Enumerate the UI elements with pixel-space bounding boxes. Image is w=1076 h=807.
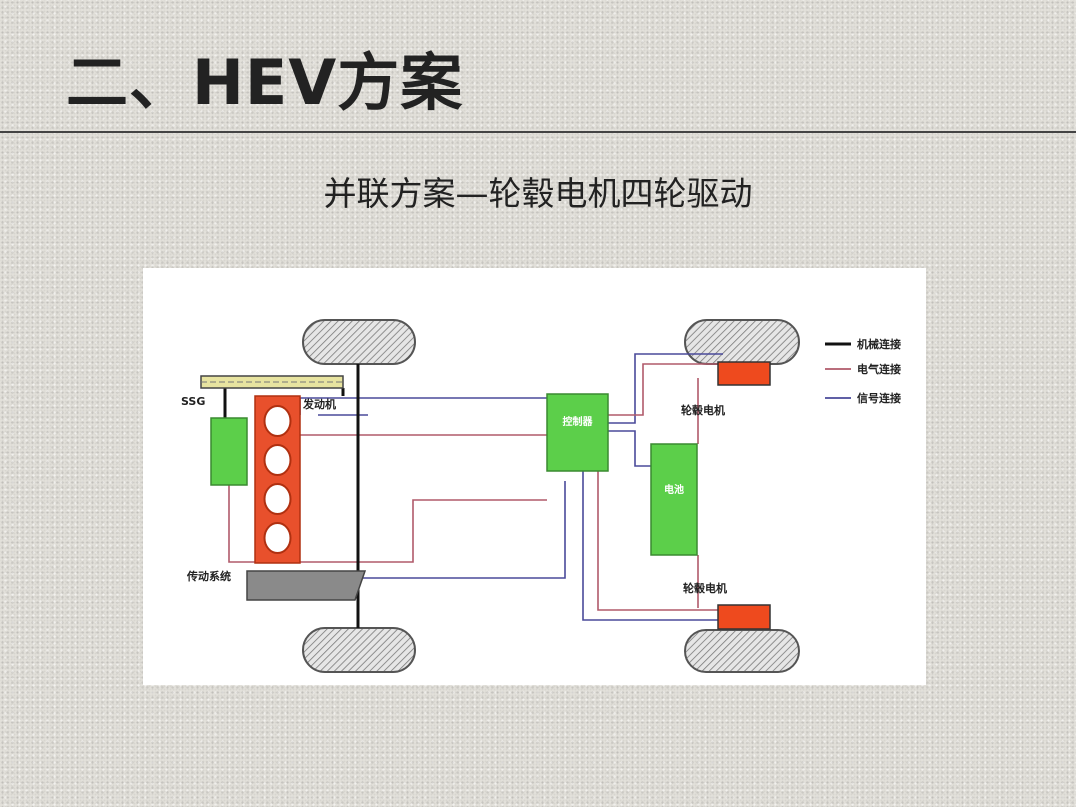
hub-motor-bottom	[717, 604, 771, 630]
engine-cylinders	[263, 405, 292, 554]
hev-diagram: SSG 发动机 传动系统 控制器 电池 轮毂电机 轮毂电机 机械连接 电气连接 …	[181, 319, 901, 673]
controller-label: 控制器	[563, 415, 594, 428]
transmission-block	[246, 570, 367, 601]
slide-subtitle: 并联方案—轮毂电机四轮驱动	[323, 174, 753, 213]
wheel-rear-left	[302, 627, 416, 673]
transmission-label: 传动系统	[186, 569, 231, 583]
electrical-lines	[228, 363, 718, 611]
battery-unit	[650, 443, 698, 556]
legend-mechanical-label: 机械连接	[857, 337, 901, 351]
controller-unit	[546, 393, 609, 472]
hub-motor-top-label: 轮毂电机	[681, 403, 725, 417]
hub-motor-bottom-label: 轮毂电机	[683, 581, 727, 595]
wheel-rear-right	[684, 629, 800, 673]
legend: 机械连接 电气连接 信号连接	[825, 337, 901, 405]
title-divider	[0, 131, 1076, 133]
hub-motor-top	[717, 361, 771, 386]
engine-label: 发动机	[302, 397, 336, 411]
legend-signal-label: 信号连接	[857, 391, 901, 405]
ssg-label: SSG	[181, 395, 205, 408]
wheel-front-left	[302, 319, 416, 365]
ssg-unit	[210, 417, 248, 486]
legend-electrical-label: 电气连接	[857, 362, 901, 376]
slide-title: 二、HEV方案	[66, 46, 464, 119]
hev-diagram-panel: SSG 发动机 传动系统 控制器 电池 轮毂电机 轮毂电机 机械连接 电气连接 …	[143, 268, 926, 685]
battery-label: 电池	[664, 483, 684, 496]
wheel-front-right	[684, 319, 800, 365]
